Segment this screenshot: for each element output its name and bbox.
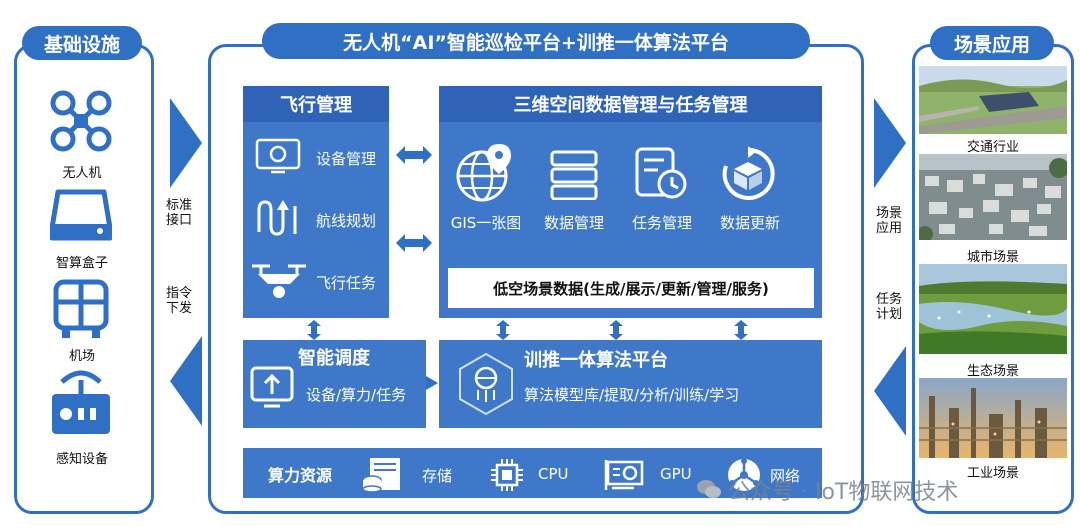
- vertical-double-arrow-icon: [734, 320, 748, 340]
- scene-label: 城市场景: [966, 250, 1019, 265]
- infra-link-top-label: 标准接口: [165, 198, 192, 228]
- infra-item-label: 无人机: [62, 166, 102, 181]
- infra-link-bottom-label: 指令下发: [165, 286, 192, 316]
- route-plan-icon: [257, 200, 297, 236]
- spatial-item-label: 数据更新: [719, 214, 780, 232]
- compute-item-label: 存储: [422, 467, 453, 485]
- algorithm-platform-title: 训推一体算法平台: [524, 350, 668, 371]
- compute-resources-block: [243, 448, 822, 498]
- gpu-icon: [604, 460, 644, 490]
- algorithm-platform-text: 算法模型库/提取/分析/训练/学习: [524, 386, 740, 404]
- task-clock-icon: [635, 147, 687, 199]
- infra-item-label: 机场: [68, 349, 95, 364]
- vertical-double-arrow-icon: [307, 320, 321, 340]
- arrow-left-icon: [170, 336, 202, 426]
- cpu-icon: [491, 459, 523, 491]
- double-arrow-icon: [396, 146, 432, 164]
- scene-data-bar: 低空场景数据(生成/展示/更新/管理/服务): [448, 268, 814, 308]
- compute-item-label: 网络: [770, 467, 801, 485]
- arrow-right-icon: [170, 98, 202, 188]
- ai-chip-icon: [459, 352, 513, 416]
- flight-management-title: 飞行管理: [243, 86, 389, 122]
- city-scene-image: [919, 154, 1067, 240]
- flight-item-label: 飞行任务: [316, 274, 377, 292]
- smart-dispatch-text: 设备/算力/任务: [306, 386, 407, 404]
- arrow-left-icon: [874, 346, 906, 436]
- scene-panel-title: 场景应用: [930, 26, 1054, 60]
- platform-title: 无人机“AI”智能巡检平台+训推一体算法平台: [262, 23, 810, 59]
- spatial-data-title: 三维空间数据管理与任务管理: [439, 86, 822, 122]
- network-icon: [728, 458, 760, 491]
- infra-item-label: 智算盒子: [55, 256, 108, 271]
- globe-pin-icon: [456, 144, 511, 202]
- flight-item-label: 设备管理: [316, 150, 377, 168]
- spatial-item-label: 任务管理: [631, 214, 692, 232]
- compute-resources-title: 算力资源: [268, 466, 333, 485]
- compute-item-label: CPU: [538, 465, 569, 483]
- algorithm-platform-block: [439, 340, 822, 428]
- server-box-icon: [50, 189, 112, 241]
- airport-dock-icon: [53, 279, 109, 338]
- device-manage-icon: [255, 138, 301, 174]
- industrial-scene-image: [919, 378, 1067, 458]
- arrow-right-small-icon: [426, 376, 438, 390]
- flight-item-label: 航线规划: [316, 212, 377, 230]
- ecology-scene-image: [919, 264, 1067, 354]
- cube-refresh-icon: [722, 146, 775, 200]
- wechat-logo-icon: [696, 478, 722, 500]
- infrastructure-title: 基础设施: [22, 26, 142, 60]
- infra-item-label: 感知设备: [55, 452, 108, 467]
- vertical-double-arrow-icon: [496, 320, 510, 340]
- scene-label: 交通行业: [966, 140, 1019, 155]
- scene-link-bottom-label: 任务计划: [875, 292, 902, 322]
- scene-label: 工业场景: [966, 466, 1019, 481]
- scene-link-top-label: 场景应用: [875, 206, 902, 236]
- double-arrow-icon: [396, 234, 432, 252]
- spatial-item-label: GIS一张图: [450, 214, 522, 232]
- arrow-right-icon: [874, 98, 906, 188]
- storage-icon: [362, 458, 400, 492]
- vertical-double-arrow-icon: [609, 320, 623, 340]
- drone-icon: [50, 90, 112, 152]
- spatial-item-label: 数据管理: [543, 214, 604, 232]
- sensor-device-icon: [52, 370, 110, 434]
- dispatch-upload-icon: [250, 366, 294, 408]
- scene-label: 生态场景: [966, 364, 1019, 379]
- database-icon: [550, 150, 598, 200]
- smart-dispatch-title: 智能调度: [298, 348, 370, 369]
- drone-flight-icon: [252, 264, 306, 298]
- traffic-scene-image: [919, 66, 1067, 134]
- compute-item-label: GPU: [660, 465, 692, 483]
- watermark-text: 公众号 · IoT物联网技术: [728, 480, 959, 505]
